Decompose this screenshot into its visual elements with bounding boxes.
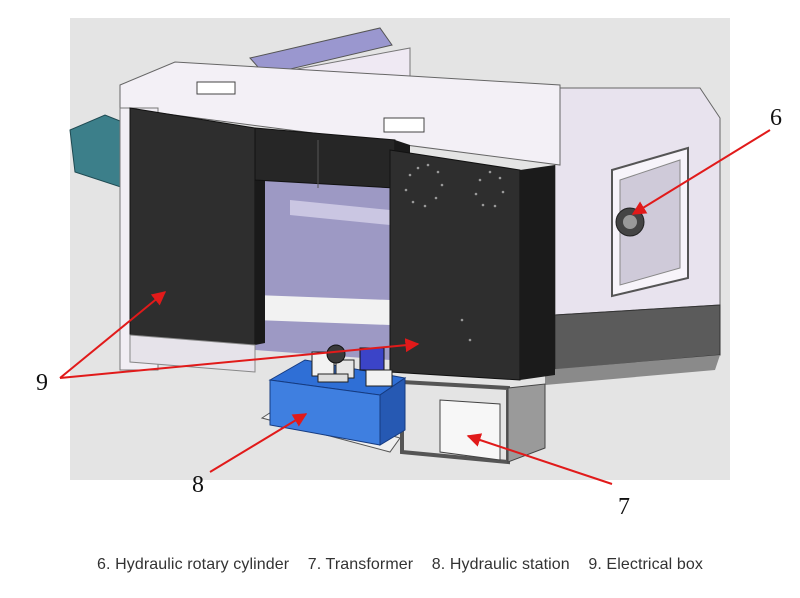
electrical-box-left	[129, 107, 256, 346]
legend-item: 9. Electrical box	[588, 556, 703, 573]
valve-block	[311, 344, 393, 387]
arrow-6	[631, 129, 771, 215]
arrow-8	[209, 413, 308, 473]
transformer-body	[439, 399, 501, 461]
callout-7: 7	[618, 494, 630, 520]
callout-9: 9	[36, 370, 48, 396]
left-cabinet-side	[255, 128, 265, 345]
rotary-cylinder-face	[623, 215, 637, 229]
right-cabinet-side	[520, 165, 555, 380]
machine-diagram: 6 7 8 9	[36, 18, 782, 520]
arrow-9-right	[59, 338, 420, 379]
legend-caption: 6. Hydraulic rotary cylinder 7. Transfor…	[0, 556, 800, 574]
right-skirt	[545, 355, 720, 385]
vent-pattern	[404, 163, 505, 342]
roof-opening-right	[383, 117, 425, 133]
legend-item: 6. Hydraulic rotary cylinder	[97, 556, 290, 573]
callout-8: 8	[192, 472, 204, 498]
opening-floor	[255, 295, 390, 325]
roof-opening-left	[196, 81, 236, 95]
arrow-9-left	[59, 291, 167, 379]
legend-item: 7. Transformer	[307, 556, 414, 573]
opening-rail	[290, 200, 390, 225]
hydraulic-tank-side	[379, 377, 406, 446]
window-inner	[619, 159, 681, 286]
callout-6: 6	[770, 105, 782, 131]
legend-item: 8. Hydraulic station	[431, 556, 570, 573]
arrow-7	[466, 433, 613, 485]
transformer-base-box	[507, 383, 546, 463]
